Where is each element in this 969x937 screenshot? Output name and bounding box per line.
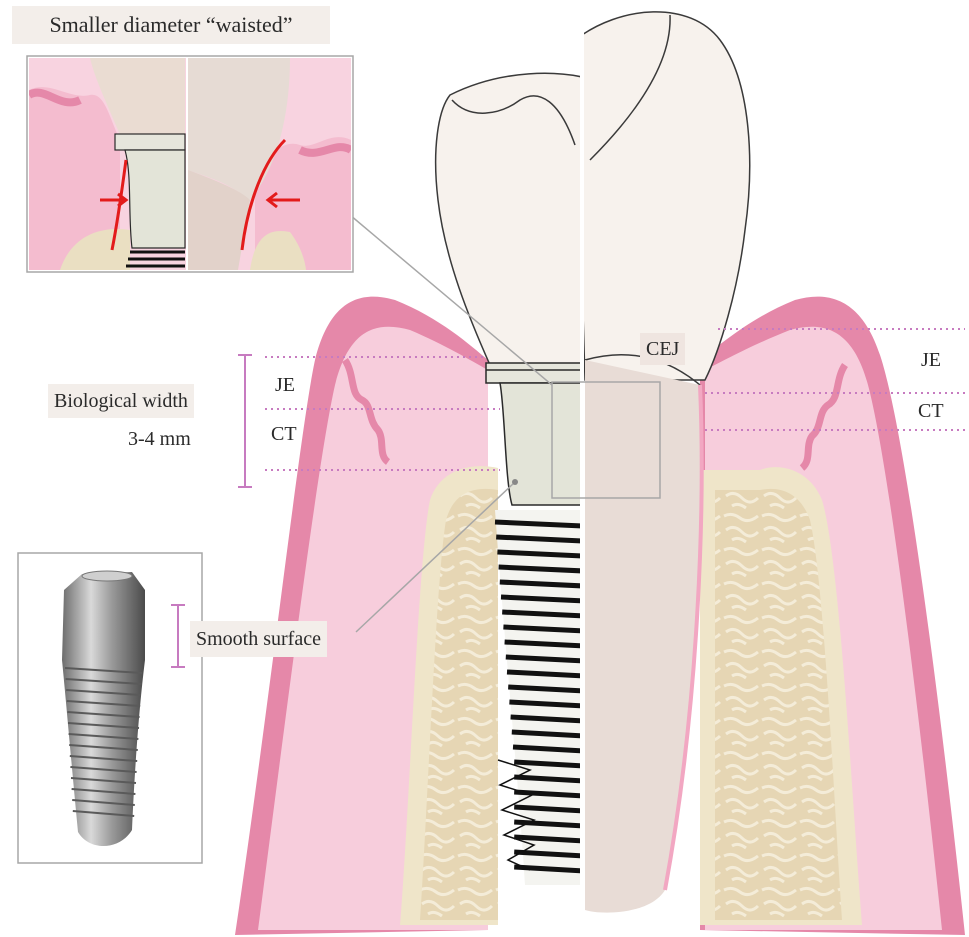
je-left-label: JE: [275, 374, 295, 397]
smooth-surface-dot: [512, 479, 518, 485]
ct-left-label: CT: [271, 423, 297, 446]
ct-right-label: CT: [918, 400, 944, 423]
biological-width-label: Biological width: [48, 384, 194, 418]
waisted-inset: [27, 56, 353, 272]
inset-title: Smaller diameter “waisted”: [12, 6, 330, 44]
cej-label: CEJ: [640, 333, 685, 365]
biological-width-measure: 3-4 mm: [128, 428, 191, 451]
je-right-label: JE: [921, 349, 941, 372]
smooth-surface-label: Smooth surface: [190, 621, 327, 657]
biological-width-bracket: [238, 355, 252, 487]
implant-photo-inset: [18, 553, 202, 863]
